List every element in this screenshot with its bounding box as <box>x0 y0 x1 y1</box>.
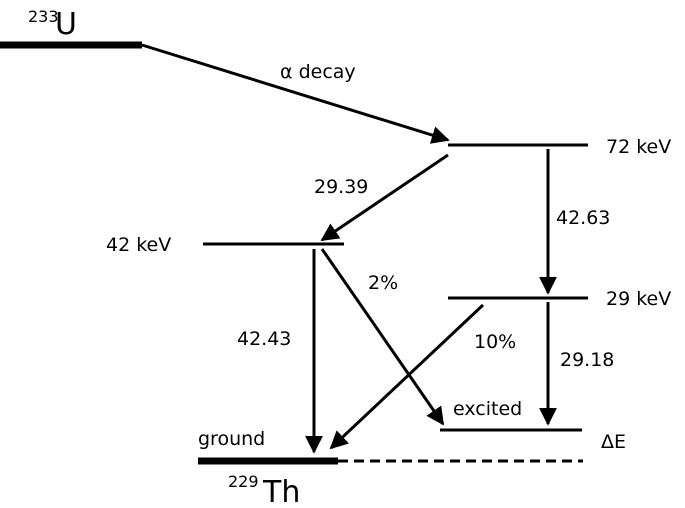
level-72kev-label: 72 keV <box>606 136 671 158</box>
alpha-decay-arrow <box>141 43 450 144</box>
arrow-29-to-ground <box>329 303 485 450</box>
u233-symbol: U <box>55 7 77 42</box>
level-42kev-label: 42 keV <box>106 234 171 256</box>
th229-symbol: Th <box>262 475 300 508</box>
delta-e-label: ΔE <box>601 431 626 453</box>
excited-label: excited <box>453 398 522 420</box>
ground-label: ground <box>198 428 265 450</box>
transition-29-18-label: 29.18 <box>560 349 614 371</box>
transition-42-43-label: 42.43 <box>237 328 291 350</box>
transition-42-63-label: 42.63 <box>556 207 610 229</box>
arrow-42-to-excited <box>320 248 445 426</box>
alpha-decay-label: α decay <box>280 61 356 83</box>
th229-mass-number: 229 <box>228 472 259 491</box>
u233-mass-number: 233 <box>28 7 59 26</box>
level-29kev-label: 29 keV <box>606 288 671 310</box>
arrow-72-to-42 <box>320 153 449 242</box>
transition-2pct-label: 2% <box>368 272 398 294</box>
transition-10pct-label: 10% <box>474 331 516 353</box>
transition-29-39-label: 29.39 <box>314 176 368 198</box>
